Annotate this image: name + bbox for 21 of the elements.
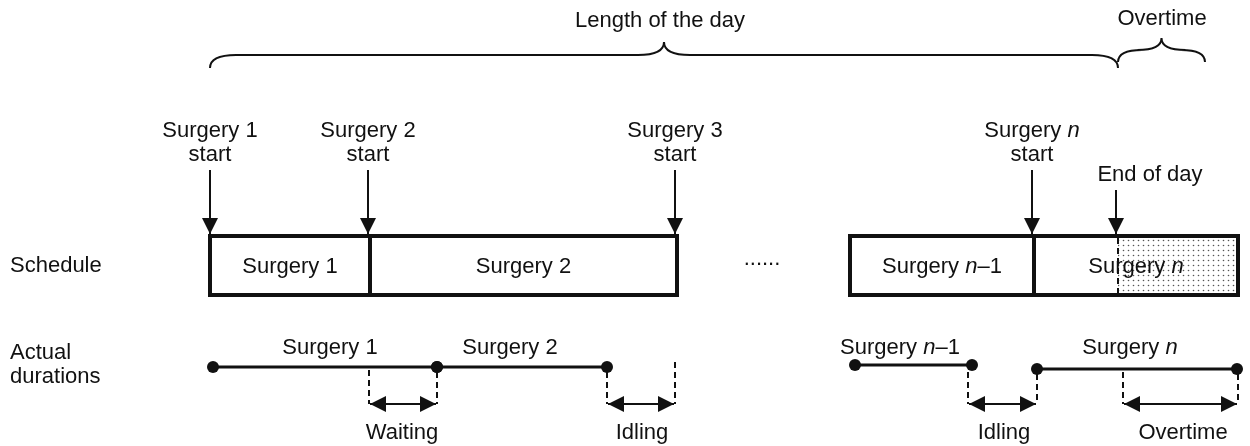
arrow	[202, 169, 218, 235]
arrow	[360, 169, 376, 235]
arrow	[667, 169, 683, 235]
brace-label: Length of the day	[574, 8, 746, 32]
arrow	[1024, 169, 1040, 235]
duration-label: Surgery 2	[461, 335, 559, 359]
dimension-label: Waiting	[364, 420, 440, 444]
ellipsis: ......	[742, 246, 782, 270]
duration-label: Surgery n	[1081, 335, 1179, 359]
dimension-label: Idling	[614, 420, 670, 444]
duration-label: Surgery 1	[281, 335, 379, 359]
duration-label: Surgery n–1	[839, 335, 961, 359]
dimension-label: Overtime	[1137, 420, 1229, 444]
arrow	[1108, 189, 1124, 235]
start-label: Surgery 2 start	[309, 118, 427, 166]
row-label: Schedule	[10, 253, 103, 277]
row-label: Actual durations	[10, 340, 102, 388]
dimension-label: Idling	[976, 420, 1032, 444]
start-label: Surgery 3 start	[616, 118, 734, 166]
brace-label: Overtime	[1116, 6, 1208, 30]
start-label: Surgery 1 start	[151, 118, 269, 166]
